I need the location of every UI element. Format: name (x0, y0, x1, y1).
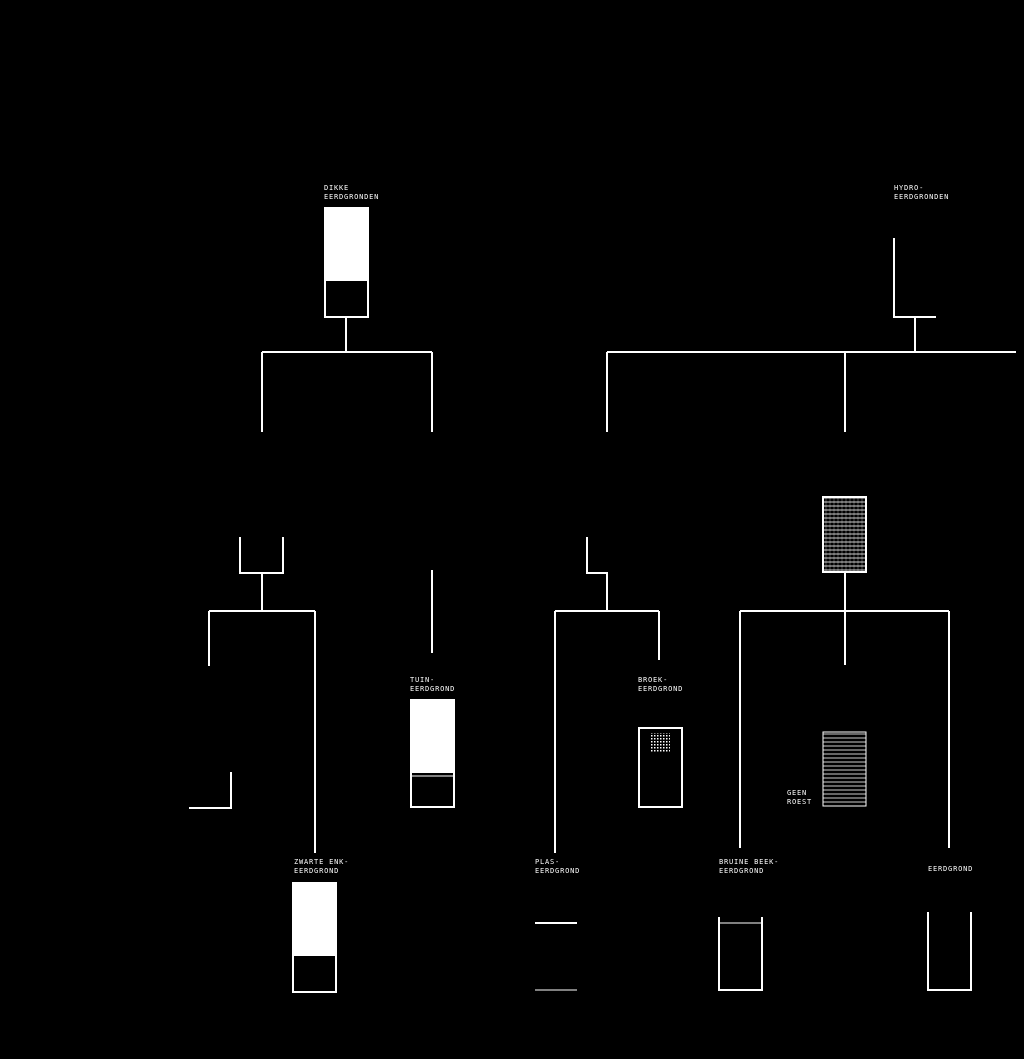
profile-hydro-hatched (822, 496, 867, 573)
label-plas-eerdgrond: PLAS- EERDGROND (535, 858, 581, 875)
label-tuin-eerdgrond: TUIN- EERDGROND (410, 676, 456, 693)
connector-right-sub-b (739, 572, 950, 848)
label-broek-eerdgrond: BROEK- EERDGROND (638, 676, 684, 693)
label-hydro-eerdgronden: HYDRO- EERDGRONDEN (894, 184, 950, 201)
profile-bruine-beek-eerdgrond (718, 917, 763, 991)
label-bruine-beek-eerdgrond: BRUINE BEEK- EERDGROND (719, 858, 780, 875)
profile-eerdgrond (927, 912, 972, 991)
profile-dikke-eerdgronden (324, 207, 369, 318)
label-geen-roest: GEEN ROEST (787, 789, 813, 806)
connector-left-sub (189, 537, 316, 853)
profile-zwarte-enk-eerdgrond (292, 882, 337, 993)
connector-left-top (261, 317, 433, 432)
label-zwarte-enk-eerdgrond: ZWARTE ENK- EERDGROND (294, 858, 350, 875)
connector-right-sub-a (554, 537, 660, 853)
label-dikke-eerdgronden: DIKKE EERDGRONDEN (324, 184, 380, 201)
profile-geen-roest (822, 731, 867, 807)
profile-broek-eerdgrond (638, 727, 683, 808)
connector-right-top (606, 238, 1016, 432)
profile-tuin-eerdgrond (410, 699, 455, 808)
profile-plas-eerdgrond (535, 922, 577, 991)
label-eerdgrond: EERDGROND (928, 865, 974, 873)
